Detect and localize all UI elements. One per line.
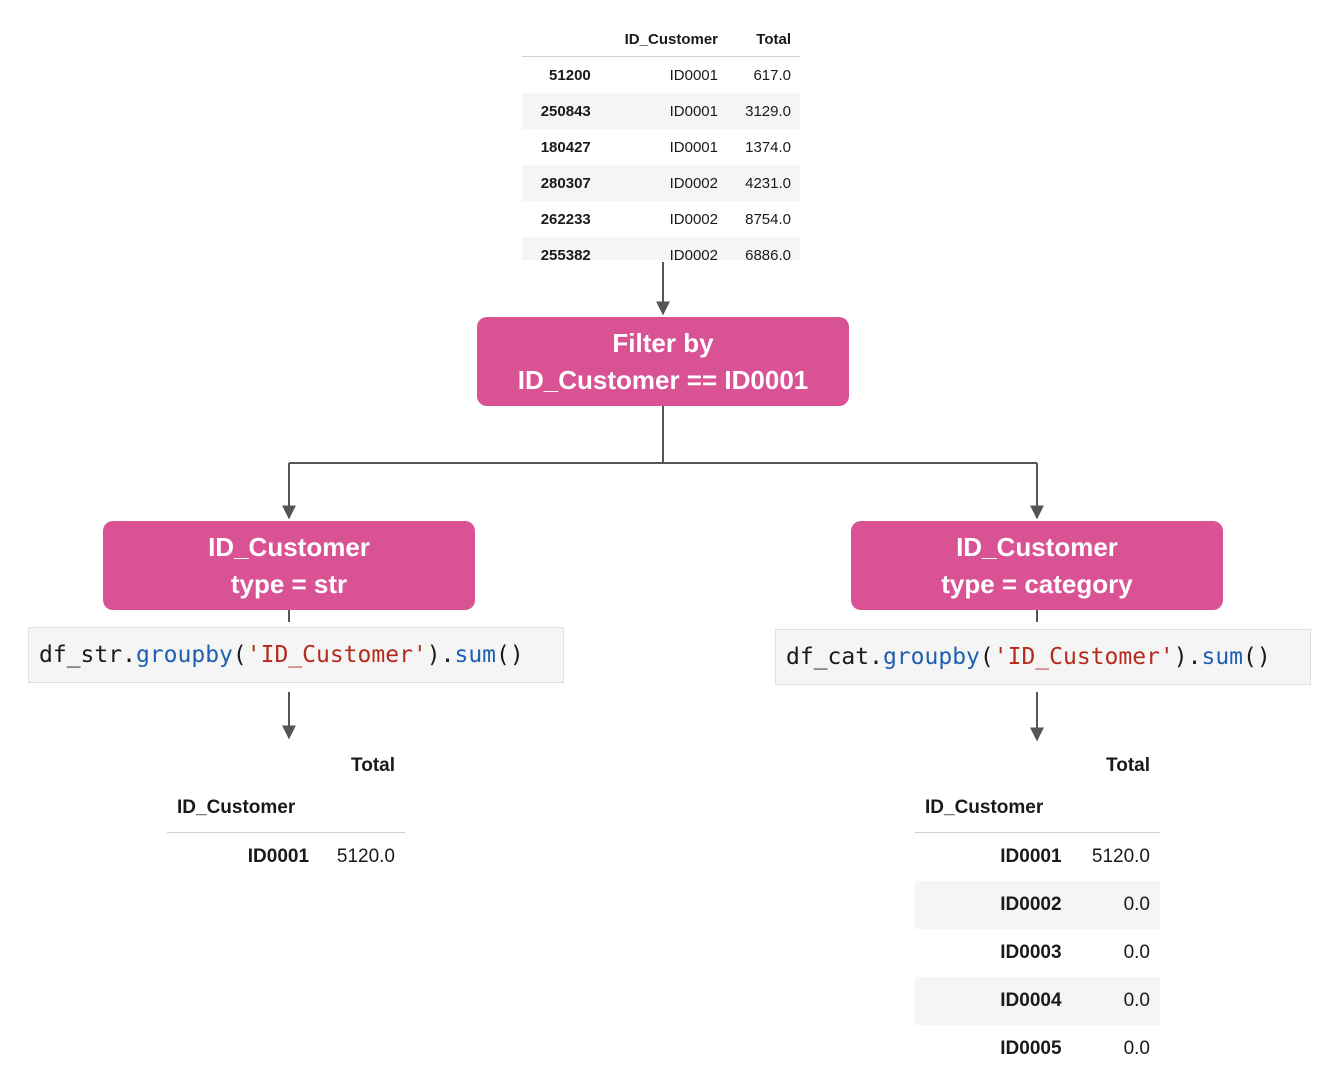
str-type-box: ID_Customer type = str <box>103 521 475 610</box>
result-index-name: ID_Customer <box>167 784 320 833</box>
code-dot: . <box>440 642 455 668</box>
row-index: ID0002 <box>1000 894 1062 915</box>
code-paren-close: ) <box>426 642 441 668</box>
code-paren-open: ( <box>979 644 994 670</box>
code-object: df_cat <box>786 644 870 670</box>
result-index-name: ID_Customer <box>915 784 1072 833</box>
row-index: ID0005 <box>1000 1038 1062 1059</box>
filter-box: Filter by ID_Customer == ID0001 <box>477 317 849 406</box>
result-column-header-row: Total <box>915 748 1160 784</box>
cat-result-table: Total ID_Customer ID0001 5120.0 ID0002 0… <box>915 748 1160 1073</box>
code-paren-close: ) <box>1173 644 1188 670</box>
table-row: 51200 ID0001 617.0 <box>522 57 800 94</box>
table-row: ID0003 0.0 <box>915 929 1160 977</box>
cell-total: 0.0 <box>1123 942 1150 963</box>
source-dataframe: ID_Customer Total 51200 ID0001 617.0 250… <box>522 22 800 260</box>
row-index: ID0001 <box>247 846 310 867</box>
index-header-spacer <box>167 748 319 784</box>
table-row: 280307 ID0002 4231.0 <box>522 165 800 201</box>
result-index-name-row: ID_Customer <box>915 784 1160 833</box>
code-call: () <box>496 642 524 668</box>
table-row: 255382 ID0002 6886.0 <box>522 237 800 260</box>
category-type-box: ID_Customer type = category <box>851 521 1223 610</box>
cell-total: 8754.0 <box>745 210 791 228</box>
cat-groupby-code: df_cat.groupby('ID_Customer').sum() <box>775 629 1311 685</box>
code-agg: sum <box>454 642 497 668</box>
code-string-arg: 'ID_Customer' <box>246 642 427 668</box>
cell-total: 0.0 <box>1123 894 1150 915</box>
table-row: ID0002 0.0 <box>915 881 1160 929</box>
code-object: df_str <box>39 642 123 668</box>
code-dot: . <box>1187 644 1202 670</box>
column-header: ID_Customer <box>599 22 727 57</box>
filter-box-line1: Filter by <box>612 327 714 358</box>
code-call: () <box>1243 644 1271 670</box>
source-table: ID_Customer Total 51200 ID0001 617.0 250… <box>522 22 800 260</box>
cell-total: 617.0 <box>753 66 791 84</box>
cell-total: 5120.0 <box>336 846 395 867</box>
str-type-box-line2: type = str <box>230 568 348 599</box>
result-index-name-spacer <box>1071 784 1160 833</box>
row-index: 180427 <box>540 138 591 156</box>
row-index: 255382 <box>540 246 591 261</box>
result-index-name-spacer <box>319 784 405 833</box>
code-paren-open: ( <box>232 642 247 668</box>
row-index: 250843 <box>540 102 591 120</box>
column-header: Total <box>727 22 800 57</box>
cell-id: ID0002 <box>669 174 718 192</box>
cell-total: 0.0 <box>1123 1038 1150 1059</box>
table-row: 262233 ID0002 8754.0 <box>522 201 800 237</box>
result-column-header: Total <box>1106 755 1150 776</box>
category-type-box-line2: type = category <box>941 568 1133 599</box>
cell-id: ID0001 <box>669 66 718 84</box>
code-method: groupby <box>135 642 233 668</box>
result-index-name-row: ID_Customer <box>167 784 405 833</box>
code-method: groupby <box>882 644 980 670</box>
table-row: ID0005 0.0 <box>915 1025 1160 1073</box>
index-header-spacer <box>915 748 1072 784</box>
table-row: 250843 ID0001 3129.0 <box>522 93 800 129</box>
cell-id: ID0002 <box>669 210 718 228</box>
str-groupby-code: df_str.groupby('ID_Customer').sum() <box>28 627 564 683</box>
code-agg: sum <box>1201 644 1244 670</box>
row-index: 262233 <box>540 210 591 228</box>
filter-box-line2: ID_Customer == ID0001 <box>517 364 809 395</box>
str-result-table: Total ID_Customer ID0001 5120.0 <box>167 748 405 881</box>
cell-total: 5120.0 <box>1091 846 1150 867</box>
row-index: ID0001 <box>1000 846 1062 867</box>
index-header <box>522 22 600 57</box>
code-dot: . <box>122 642 136 668</box>
table-row: 180427 ID0001 1374.0 <box>522 129 800 165</box>
cell-total: 1374.0 <box>745 138 791 156</box>
row-index: 51200 <box>549 66 591 84</box>
row-index: 280307 <box>540 174 591 192</box>
row-index: ID0004 <box>1000 990 1062 1011</box>
table-row: ID0001 5120.0 <box>915 833 1160 882</box>
source-table-header: ID_Customer Total <box>522 22 800 57</box>
cell-total: 4231.0 <box>745 174 791 192</box>
table-row: ID0001 5120.0 <box>167 833 405 882</box>
row-index: ID0003 <box>1000 942 1062 963</box>
cell-total: 6886.0 <box>745 246 791 261</box>
cell-id: ID0001 <box>669 138 718 156</box>
cell-id: ID0002 <box>669 246 718 261</box>
category-type-box-line1: ID_Customer <box>956 531 1118 562</box>
cell-total: 3129.0 <box>745 102 791 120</box>
cell-total: 0.0 <box>1123 990 1150 1011</box>
result-column-header-row: Total <box>167 748 405 784</box>
code-string-arg: 'ID_Customer' <box>993 644 1174 670</box>
code-dot: . <box>869 644 883 670</box>
result-column-header: Total <box>351 755 395 776</box>
str-type-box-line1: ID_Customer <box>208 531 370 562</box>
cell-id: ID0001 <box>669 102 718 120</box>
table-row: ID0004 0.0 <box>915 977 1160 1025</box>
